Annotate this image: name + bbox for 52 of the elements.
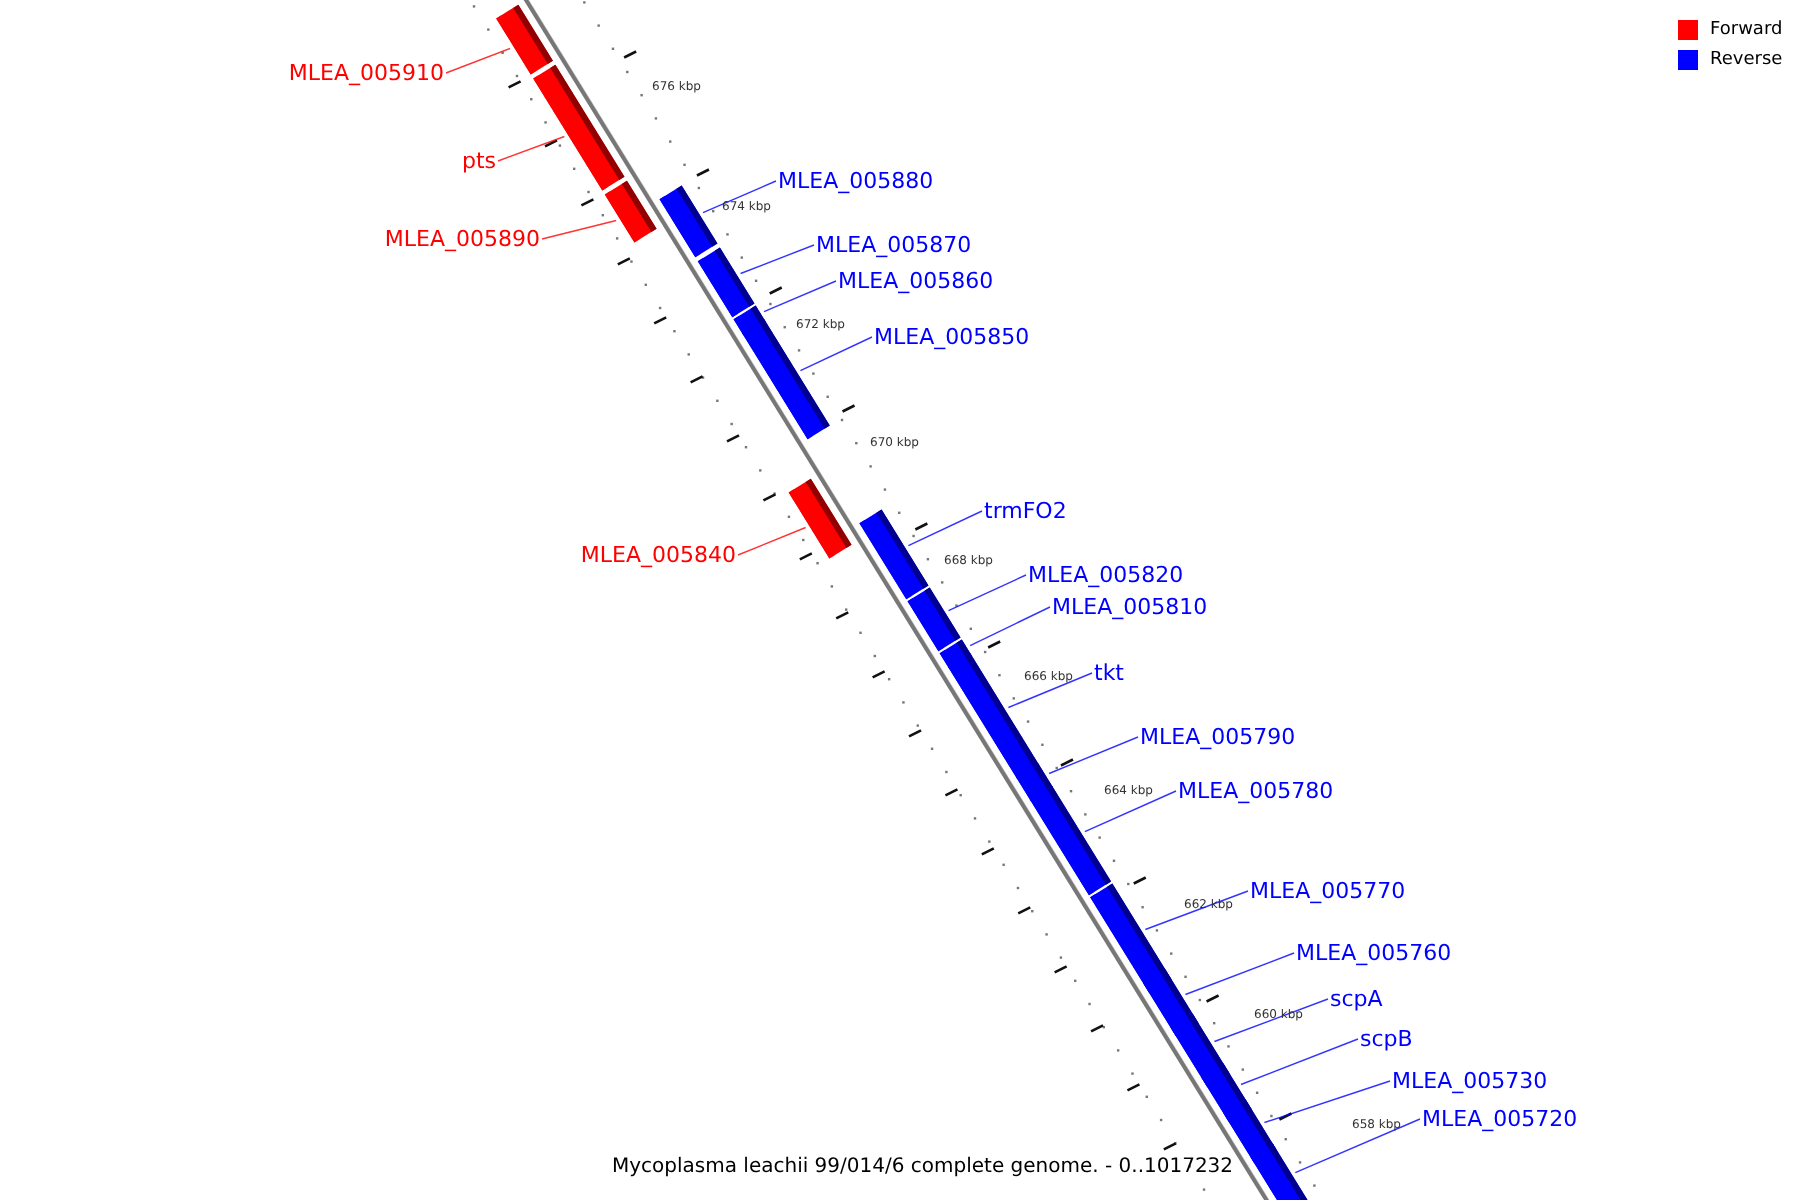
gene-block [788,478,852,559]
gene-label: MLEA_005880 [778,168,934,194]
legend-label: Forward [1710,20,1783,42]
gene-block [659,185,718,258]
gene-label: MLEA_005860 [838,268,994,294]
leader-line [907,510,983,547]
gene-label: MLEA_005870 [816,232,972,258]
leader-line [739,244,815,275]
gene-label: MLEA_005760 [1296,940,1452,966]
leader-line [1048,736,1139,775]
gene-label: MLEA_005910 [288,60,444,86]
leader-line [1263,1080,1391,1124]
leader-line [1240,1038,1359,1086]
gene-label: MLEA_005730 [1392,1068,1548,1094]
gene-label: MLEA_005790 [1140,724,1296,750]
gene-block [1250,1143,1311,1200]
gene-label: scpB [1360,1026,1413,1052]
leader-line [1144,890,1249,931]
gene-block [859,509,929,600]
gene-label: trmFO2 [984,498,1067,524]
gene-label: MLEA_005840 [580,542,736,568]
leader-line [1294,1118,1421,1174]
legend-label: Reverse [1710,50,1783,72]
gene-block [496,4,553,75]
leader-line [799,336,873,372]
leader-line [763,280,837,313]
leader-line [947,574,1027,612]
gene-label: MLEA_005820 [1028,562,1184,588]
leader-line [445,47,511,74]
gene-block [697,247,755,318]
leader-line [737,526,807,556]
gene-block [533,64,625,191]
leader-line [1007,672,1093,709]
gene-label: MLEA_005890 [384,226,540,252]
leader-line [702,180,777,214]
leader-line [1184,952,1295,996]
leader-line [1213,998,1329,1043]
leader-line [969,606,1051,647]
gene-label: scpA [1330,986,1383,1012]
gene-label: MLEA_005850 [874,324,1030,350]
gene-label: MLEA_005720 [1422,1106,1578,1132]
gene-label: tkt [1094,660,1124,686]
leader-line [541,219,617,240]
leader-line [497,135,566,162]
gene-label: MLEA_005770 [1250,878,1406,904]
gene-label: MLEA_005780 [1178,778,1334,804]
gene-block [907,587,961,652]
gene-label: MLEA_005810 [1052,594,1208,620]
leader-line [1084,790,1177,833]
gene-block [604,180,657,243]
caption: Mycoplasma leachii 99/014/6 complete genome. - 0..1017232 [612,1156,1234,1180]
gene-label: pts [461,148,496,174]
